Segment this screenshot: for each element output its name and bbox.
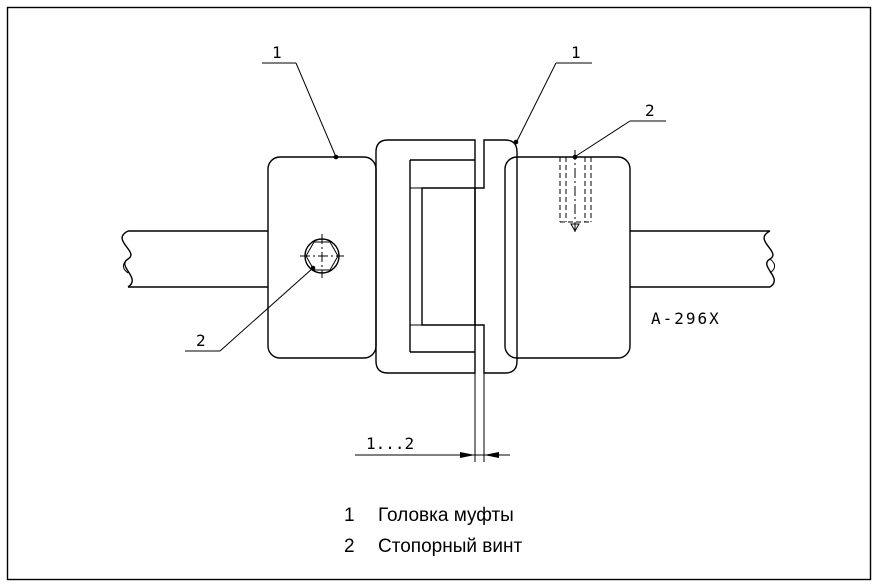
left-shaft: [121, 230, 268, 288]
drawing-frame: [6, 6, 872, 581]
coupling-center-right: [474, 139, 518, 374]
legend-text-1: Головка муфты: [378, 505, 514, 526]
right-shaft: [630, 230, 776, 288]
leader-1-left-label: 1: [272, 43, 282, 62]
leader-2-top: 2: [575, 101, 666, 157]
legend-num-1: 1: [344, 505, 355, 526]
drawing-code: A-296X: [651, 309, 721, 328]
legend-text-2: Стопорный винт: [378, 536, 522, 557]
legend: 1 Головка муфты 2 Стопорный винт: [344, 505, 522, 557]
leader-2-top-label: 2: [645, 101, 655, 120]
gap-label: 1...2: [366, 434, 414, 453]
leader-1-right-label: 1: [571, 43, 581, 62]
leader-2-left: 2: [185, 267, 314, 352]
legend-num-2: 2: [344, 536, 355, 557]
coupling-center-left: [375, 139, 476, 374]
gap-dimension: 1...2: [355, 434, 510, 458]
leader-1-left: 1: [262, 43, 339, 160]
top-set-screw: [559, 150, 592, 233]
left-set-screw: [300, 234, 344, 278]
leader-2-left-label: 2: [196, 331, 206, 350]
right-coupling-head: [504, 156, 631, 359]
leader-1-right: 1: [513, 43, 592, 145]
